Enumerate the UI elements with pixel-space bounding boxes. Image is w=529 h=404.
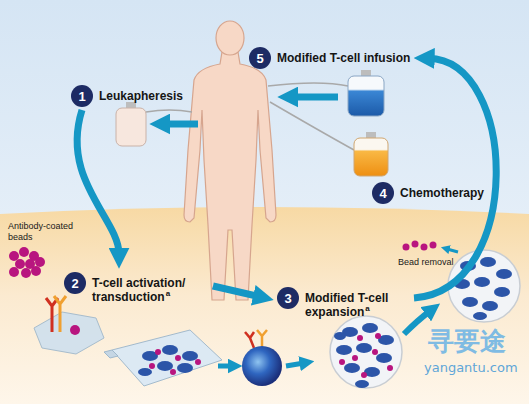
activation-surface [34,296,104,354]
step-title: Leukapheresis [99,89,183,103]
step-node: 2 T-cell activation/ transductiona [64,272,210,304]
callout-number: 3 [277,287,299,309]
culture-flask [104,330,222,386]
step-node: 3 Modified T-cell expansiona [277,287,410,319]
step-heading: T-cell activation/ transductiona [92,276,210,304]
watermark-url: yangantu.com [424,360,518,375]
antibody-beads [9,247,45,278]
step-heading: Modified T-cell infusion [277,51,410,65]
step-title: Modified T-cell infusion [277,51,410,65]
step-note: Bead removal [398,257,454,268]
callout-number: 1 [71,85,93,107]
patient-figure [184,21,276,300]
step-title: T-cell activation/ transduction [92,276,185,304]
footnote-mark: a [166,289,170,298]
flow-arrows [164,97,458,366]
step-node: 5 Modified T-cell infusion [249,47,410,69]
infusion-bag [348,70,384,116]
chemotherapy-bag [354,132,388,176]
footnote-mark: a [365,304,369,313]
step-node: 1 Leukapheresis [71,85,183,107]
step-title: Chemotherapy [400,186,484,200]
leukapheresis-bag [116,102,146,146]
step-heading: Chemotherapy [400,186,484,200]
callout-number: 5 [249,47,271,69]
step-title: Modified T-cell expansion [305,291,388,319]
removed-beads [403,241,437,251]
step-heading: Leukapheresis [99,89,183,103]
bead-label: Antibody-coated beads [8,221,80,243]
callout-number: 4 [372,182,394,204]
lab-ground [0,207,529,404]
modified-t-cell [242,330,282,386]
watermark: 寻要途 [428,326,506,356]
callout-number: 2 [64,272,86,294]
step-heading: Modified T-cell expansiona [305,291,410,319]
connector-arrow [213,286,259,297]
expansion-culture [330,316,402,388]
connector-arrow [77,110,119,254]
expanded-cells [448,250,520,322]
step-node: 4 Chemotherapy [372,182,484,204]
